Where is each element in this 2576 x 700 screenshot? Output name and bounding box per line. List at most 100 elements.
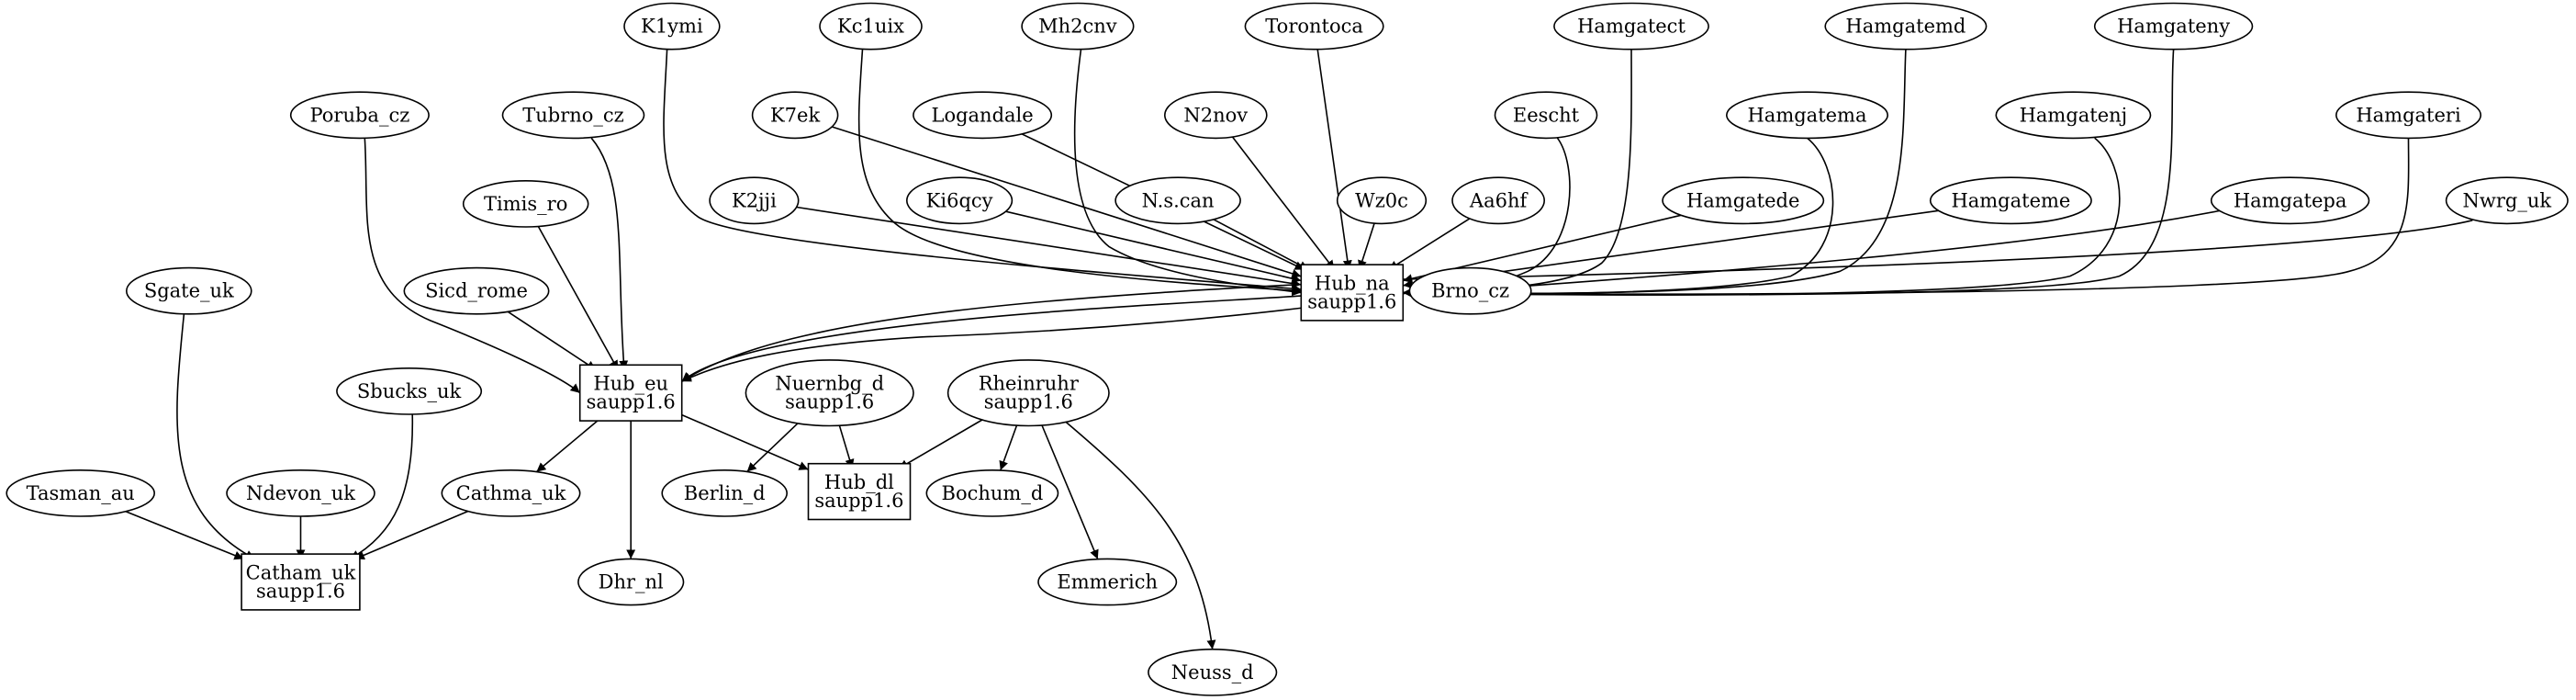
node-label: Tasman_au bbox=[27, 482, 135, 504]
node-hamgateme: Hamgateme bbox=[1929, 176, 2092, 225]
node-label: Tubrno_cz bbox=[522, 104, 624, 126]
edge-cathma_uk-to-catham_uk bbox=[354, 510, 469, 560]
node-label: Brno_cz bbox=[1431, 280, 1509, 302]
node-label: saupp1.6 bbox=[587, 391, 676, 413]
edge-sbucks_uk-to-catham_uk bbox=[349, 413, 414, 560]
node-ellipse bbox=[2335, 91, 2482, 140]
edge-k2jji-to-hub_na bbox=[796, 206, 1302, 288]
node-cathma_uk: Cathma_uk bbox=[441, 469, 581, 517]
node-ellipse bbox=[1244, 2, 1384, 51]
node-berlin_d: Berlin_d bbox=[661, 469, 789, 517]
node-label: Timis_ro bbox=[484, 193, 567, 215]
edge-hub_na-to-hub_eu bbox=[681, 295, 1302, 382]
node-ellipse bbox=[1929, 176, 2092, 225]
node-hamgatema: Hamgatema bbox=[1726, 91, 1889, 140]
node-label: Berlin_d bbox=[684, 482, 766, 504]
node-aa6hf: Aa6hf bbox=[1451, 176, 1545, 225]
edge-aa6hf-to-hub_na bbox=[1388, 218, 1471, 271]
node-box bbox=[241, 553, 361, 611]
node-ellipse bbox=[403, 266, 550, 315]
node-ellipse bbox=[661, 469, 789, 517]
node-ki6qcy: Ki6qcy bbox=[905, 176, 1014, 225]
edge-hamgatect-to-hub_na bbox=[1403, 49, 1632, 298]
node-label: K1ymi bbox=[641, 16, 703, 38]
edge-wz0c-to-hub_na bbox=[1358, 222, 1375, 270]
node-ellipse bbox=[289, 91, 430, 140]
node-ellipse bbox=[6, 469, 155, 517]
node-ellipse bbox=[1114, 176, 1241, 225]
node-label: N.s.can bbox=[1142, 189, 1215, 211]
node-label: Sbucks_uk bbox=[357, 380, 462, 402]
node-label: Sgate_uk bbox=[144, 280, 234, 302]
node-label: Hamgatede bbox=[1686, 189, 1799, 211]
node-label: Wz0c bbox=[1355, 189, 1408, 211]
node-ellipse bbox=[623, 2, 721, 51]
node-ellipse bbox=[501, 91, 645, 140]
edge-tubrno_cz-to-hub_eu bbox=[590, 137, 629, 370]
node-wz0c: Wz0c bbox=[1336, 176, 1428, 225]
node-k2jji: K2jji bbox=[709, 176, 800, 225]
node-hamgatenj: Hamgatenj bbox=[1995, 91, 2152, 140]
node-label: Hamgatenj bbox=[2020, 104, 2128, 126]
edge-nwrg_uk-to-hub_eu bbox=[681, 220, 2473, 382]
node-label: Rheinruhr bbox=[979, 373, 1080, 395]
node-sbucks_uk: Sbucks_uk bbox=[336, 367, 483, 415]
node-label: Emmerich bbox=[1057, 571, 1158, 593]
node-label: Hamgateny bbox=[2117, 16, 2230, 38]
node-label: saupp1.6 bbox=[785, 391, 874, 413]
node-timis_ro: Timis_ro bbox=[462, 179, 589, 228]
node-ellipse bbox=[2210, 176, 2370, 225]
node-hamgateny: Hamgateny bbox=[2093, 2, 2254, 51]
node-box bbox=[807, 462, 912, 521]
edge-hub_eu-to-hub_dl bbox=[681, 413, 809, 470]
node-k1ymi: K1ymi bbox=[623, 2, 721, 51]
edge-rheinruhr-to-emmerich bbox=[1041, 424, 1099, 560]
node-torontoca: Torontoca bbox=[1244, 2, 1384, 51]
node-ellipse bbox=[1148, 649, 1278, 696]
node-label: K7ek bbox=[770, 104, 820, 126]
node-hamgatect: Hamgatect bbox=[1553, 2, 1709, 51]
node-ellipse bbox=[1451, 176, 1545, 225]
node-label: Ndevon_uk bbox=[246, 482, 355, 504]
node-n2nov: N2nov bbox=[1164, 91, 1268, 140]
edge-mh2cnv-to-hub_na bbox=[1073, 49, 1302, 297]
edge-rheinruhr-to-neuss_d bbox=[1064, 420, 1216, 649]
node-ellipse bbox=[577, 558, 685, 606]
node-ellipse bbox=[462, 179, 589, 228]
edge-nuernbg_d-to-hub_dl bbox=[838, 424, 855, 469]
node-label: saupp1.6 bbox=[984, 391, 1073, 413]
node-label: Aa6hf bbox=[1469, 189, 1529, 211]
edge-poruba_cz-to-hub_eu bbox=[364, 138, 581, 394]
node-label: Hamgateri bbox=[2356, 104, 2461, 126]
edge-rheinruhr-to-hub_dl bbox=[898, 419, 983, 469]
node-label: Kc1uix bbox=[837, 16, 904, 38]
edge-sgate_uk-to-catham_uk bbox=[176, 313, 255, 560]
node-mh2cnv: Mh2cnv bbox=[1021, 2, 1135, 51]
node-ellipse bbox=[913, 91, 1053, 140]
node-hamgatepa: Hamgatepa bbox=[2210, 176, 2370, 225]
node-tubrno_cz: Tubrno_cz bbox=[501, 91, 645, 140]
node-hamgatemd: Hamgatemd bbox=[1824, 2, 1988, 51]
node-label: Hamgatepa bbox=[2234, 189, 2347, 211]
edge-ki6qcy-to-hub_na bbox=[1005, 210, 1302, 284]
node-bochum_d: Bochum_d bbox=[925, 469, 1059, 517]
node-k7ek: K7ek bbox=[751, 91, 839, 140]
node-label: Cathma_uk bbox=[456, 482, 566, 504]
node-ellipse bbox=[1494, 91, 1598, 140]
node-label: Hamgatect bbox=[1577, 16, 1686, 38]
node-ellipse bbox=[226, 469, 375, 517]
edge-k7ek-to-hub_na bbox=[831, 126, 1302, 278]
node-label: Poruba_cz bbox=[310, 104, 410, 126]
node-label: Catham_uk bbox=[246, 562, 356, 584]
node-ellipse bbox=[1336, 176, 1428, 225]
node-box bbox=[1300, 264, 1405, 322]
edge-timis_ro-to-hub_eu bbox=[537, 226, 619, 370]
node-ellipse bbox=[745, 359, 914, 427]
node-ellipse bbox=[1726, 91, 1889, 140]
node-label: Torontoca bbox=[1265, 16, 1363, 38]
edge-kc1uix-to-hub_na bbox=[857, 49, 1302, 296]
node-ellipse bbox=[441, 469, 581, 517]
